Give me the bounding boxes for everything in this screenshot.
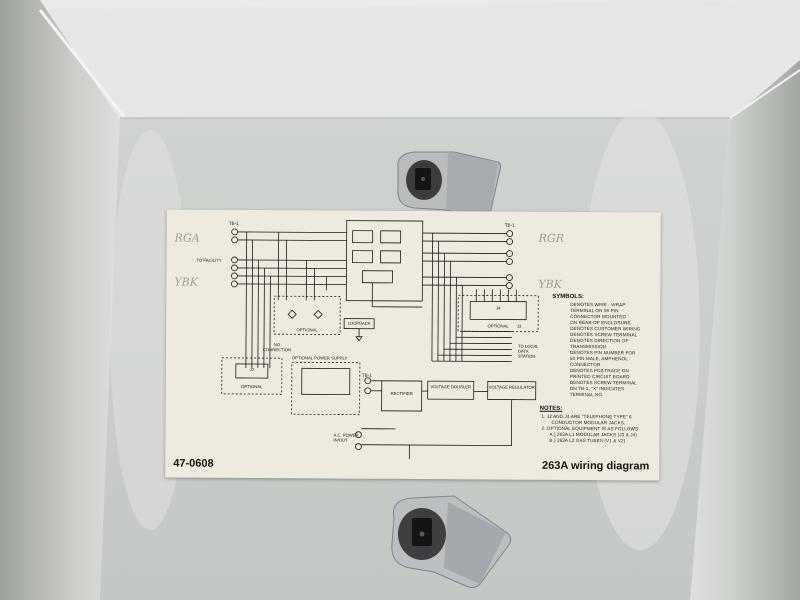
symbol-line: DENOTES DIRECTION OF (570, 337, 629, 344)
symbol-line: TERMINAL NO. (569, 391, 604, 398)
note-line: B.) 263A L2 GAS TUBES (V1 & V2) (549, 437, 626, 444)
symbol-line: TERMINAL ON 56 PIN (570, 307, 619, 314)
symbol-line: ON REAR OF ENCLOSURE (570, 319, 631, 326)
loopback-box: LOOPBACK (347, 320, 371, 326)
upper-mounting-tab (397, 151, 502, 219)
symbol-line: TRANSMISSION (569, 343, 607, 350)
handwriting-ybk-right: YBK (538, 277, 562, 291)
j4-jack: J4 (495, 305, 501, 311)
symbols-heading: SYMBOLS: (552, 293, 584, 301)
symbol-line: DENOTES SCREW TERMINAL (569, 379, 637, 386)
tb1-right-label: TB-1 (504, 222, 515, 228)
note-line: CONDUCTOR MODULAR JACKS. (551, 419, 626, 426)
note-line: 1. J2 AND J4 ARE "TELEPHONE TYPE" 6 (541, 413, 632, 420)
notes-heading: NOTES: (539, 405, 563, 412)
symbol-line: DENOTES PIN NUMBER FOR (569, 349, 636, 356)
j3-jack: J3 (516, 323, 522, 329)
symbol-line: DENOTES CUSTOMER WIRING (570, 325, 641, 332)
note-line: 2. OPTIONAL EQUIPMENT IS AS FOLLOWS: (541, 425, 640, 432)
symbol-line: 50 PIN MALE, AMPHENOL (569, 355, 628, 362)
handwriting-ybk-left: YBK (174, 275, 198, 289)
handwriting-rga: RGA (174, 231, 200, 245)
optional-gas-tube-label: OPTIONAL (296, 327, 318, 333)
handwriting-rgr: RGR (538, 231, 565, 245)
symbol-line: CONNECTOR (569, 361, 601, 368)
to-local-data-station-label: TO LOCAL DATA STATION (517, 343, 539, 359)
tb1-left-label: TB-1 (228, 220, 239, 226)
symbol-line: PRINTED CIRCUIT BOARD (569, 373, 630, 380)
optional-power-supply-label: OPTIONAL POWER SUPPLY (291, 355, 348, 361)
left-terminal-block (230, 228, 239, 288)
j2-jack: J2 (249, 367, 255, 373)
note-line: A.) 263A L1 MODULAR JACKS (J3 & J4) (549, 431, 637, 438)
diagram-title: 263A wiring diagram (542, 459, 650, 473)
voltage-doubler-box: VOLTAGE DOUBLER (430, 384, 472, 390)
symbol-line: ON TB-1, "X" INDICATES (569, 385, 625, 392)
schematic-drawing (221, 220, 539, 459)
wiring-diagram-label: RECTIFIER VOLTAGE DOUBLER VOLTAGE REGULA… (165, 209, 661, 481)
symbol-line: CONNECTOR MOUNTED (570, 313, 626, 320)
voltage-regulator-box: VOLTAGE REGULATOR (488, 384, 535, 390)
symbol-line: DENOTES FOILTRACE ON (569, 367, 629, 374)
no-connection-label: NO CONNECTION (262, 342, 292, 353)
rectifier-box: RECTIFIER (390, 390, 413, 396)
ac-power-label: A.C. POWER IN/OUT (333, 432, 359, 443)
symbol-line: DENOTES SCREW TERMINAL (570, 331, 638, 338)
tb1-power-label: TB-1 (361, 372, 372, 378)
lower-mounting-tab (391, 495, 512, 589)
part-number: 47-0608 (173, 457, 214, 470)
symbol-line: DENOTES WIRE - WRAP (570, 301, 626, 308)
optional-j2-label: OPTIONAL (241, 383, 263, 390)
to-facility-label: TO FACILITY (196, 257, 222, 263)
